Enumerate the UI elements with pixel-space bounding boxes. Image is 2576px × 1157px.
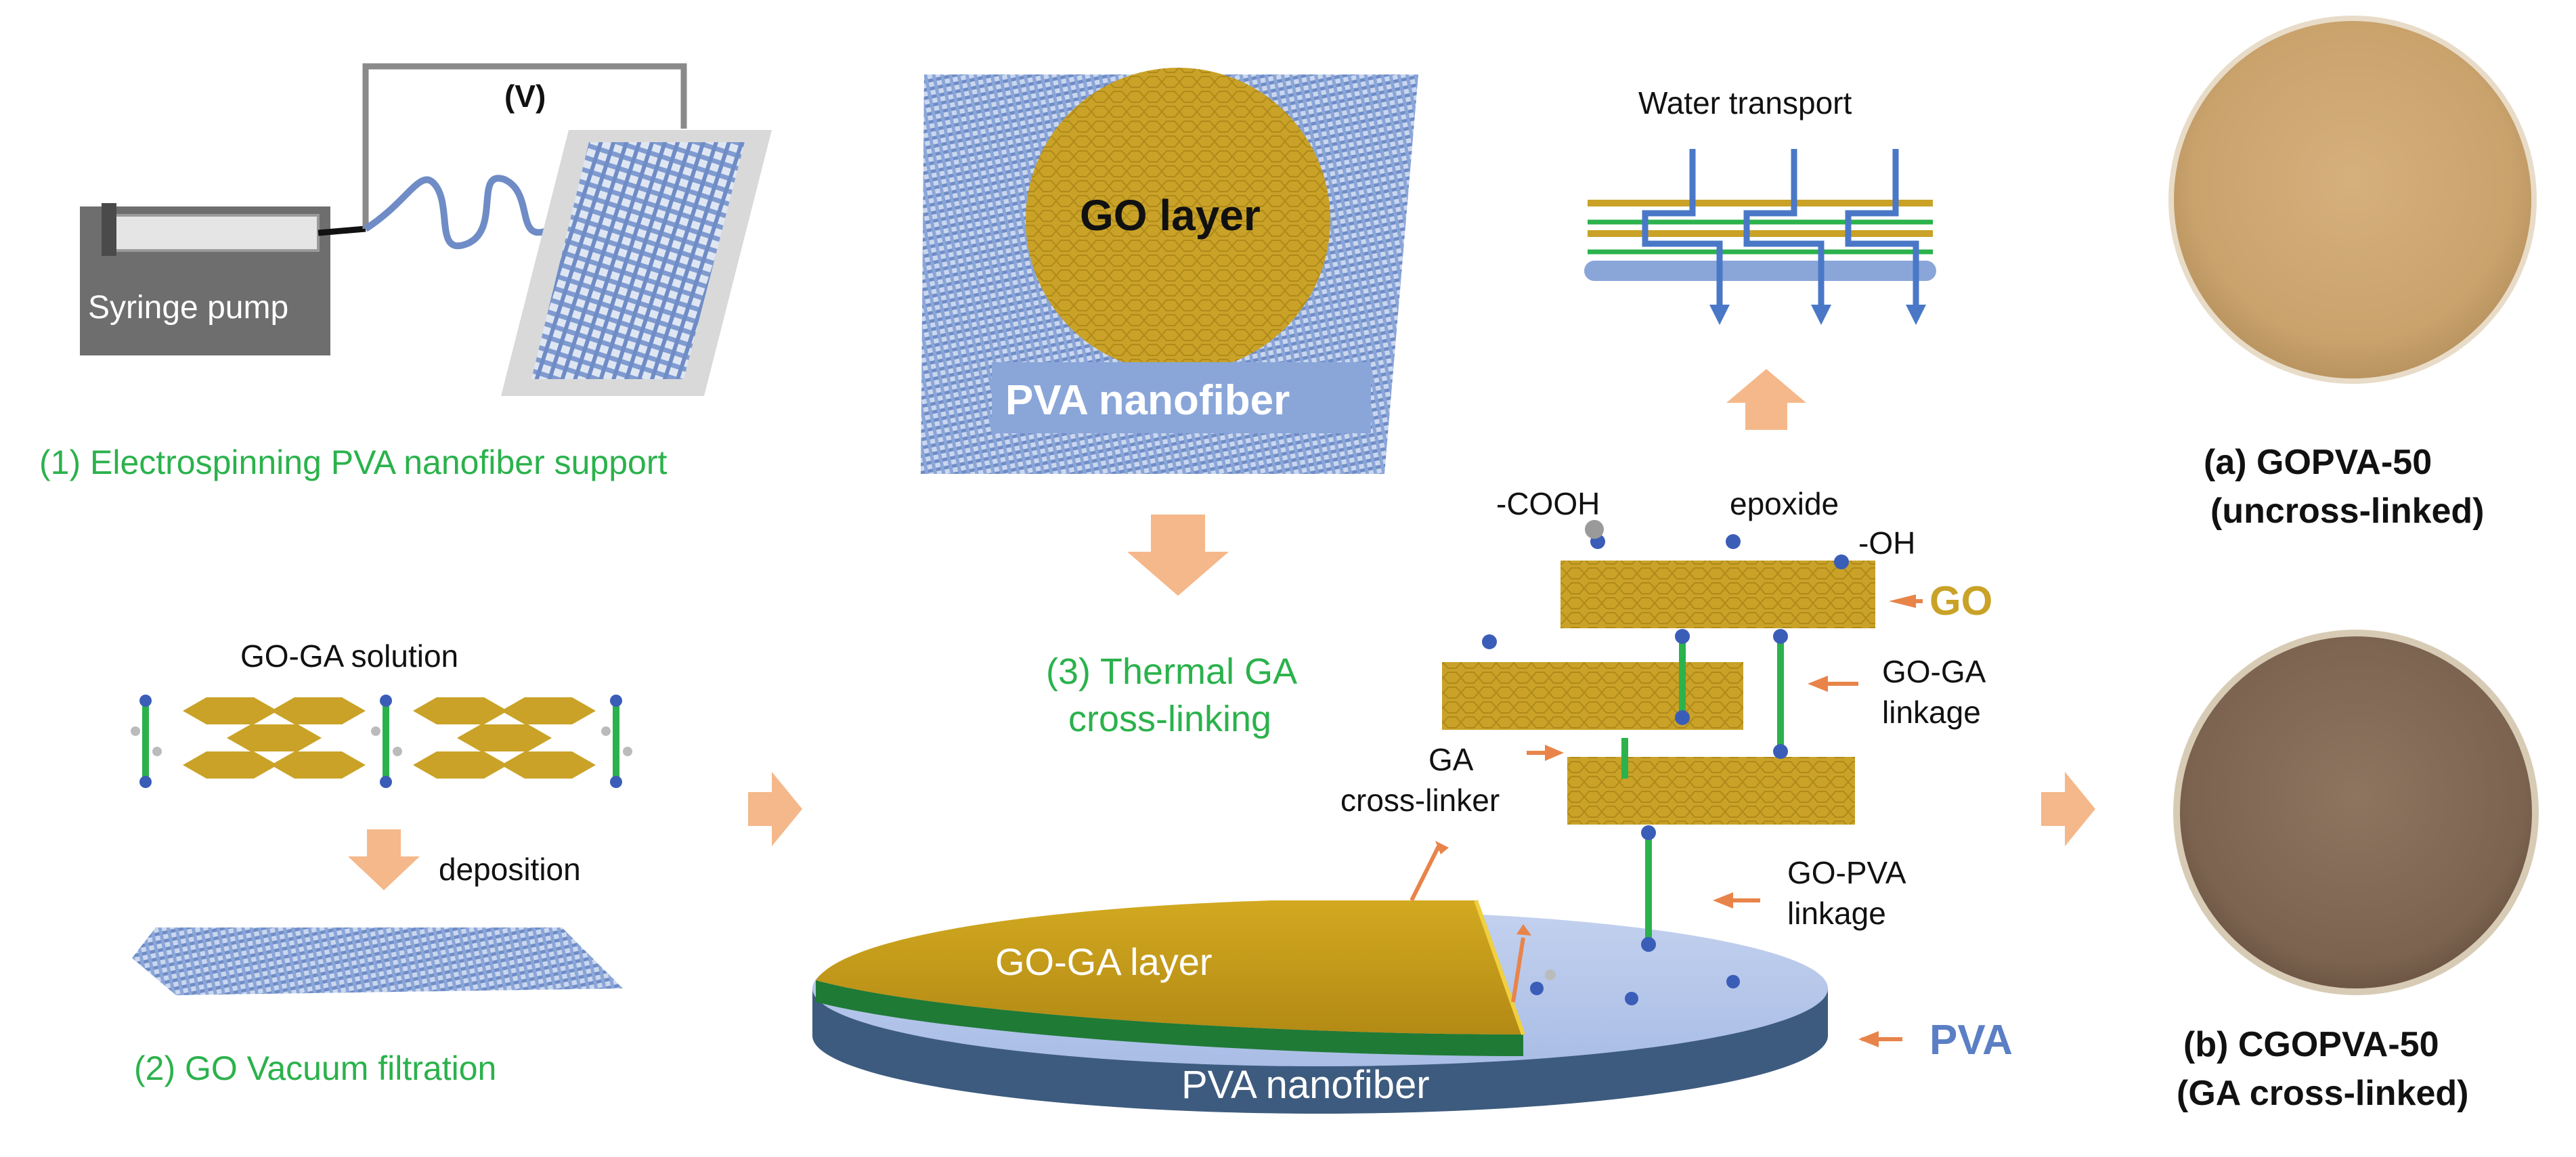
go-sheet-middle bbox=[1442, 662, 1743, 730]
go-ga-linkage-line1: GO-GA bbox=[1882, 654, 1986, 689]
go-ga-slab-side bbox=[816, 980, 1523, 1056]
deposition-label: deposition bbox=[439, 852, 581, 887]
go-on-pva-illustration bbox=[921, 68, 1418, 474]
pointer-ga-crosslinker bbox=[1410, 845, 1441, 902]
cooh-label: -COOH bbox=[1496, 486, 1600, 521]
down-arrow-step3 bbox=[1127, 515, 1229, 596]
right-arrow-to-disc bbox=[748, 772, 802, 846]
membrane-disc bbox=[812, 900, 1828, 1114]
epoxide-label: epoxide bbox=[1730, 486, 1839, 521]
pointer-go-pva bbox=[1511, 937, 1525, 1003]
go-pva-linkage-line2: linkage bbox=[1787, 896, 1886, 931]
syringe-plunger bbox=[102, 203, 116, 256]
right-arrow-to-samples bbox=[2041, 772, 2095, 846]
pva-nanofiber-top-label: PVA nanofiber bbox=[1005, 377, 1290, 424]
sample-b-line1: (b) CGOPVA-50 bbox=[2183, 1025, 2439, 1064]
go-sheet-structure bbox=[1442, 520, 1875, 1005]
step3-label-line2: cross-linking bbox=[1068, 699, 1271, 739]
step1-label: (1) Electrospinning PVA nanofiber suppor… bbox=[39, 443, 668, 481]
step3-label-line1: (3) Thermal GA bbox=[1046, 651, 1297, 692]
go-layer-disc bbox=[1026, 68, 1330, 372]
filtered-mat bbox=[132, 927, 623, 995]
water-transport-label: Water transport bbox=[1638, 85, 1852, 121]
pva-nanofiber-disc-label: PVA nanofiber bbox=[1181, 1063, 1430, 1107]
voltage-circuit-wire bbox=[362, 63, 687, 229]
water-path-2 bbox=[1743, 149, 1825, 305]
sample-a-photo bbox=[2168, 16, 2537, 384]
water-path-3 bbox=[1845, 149, 1919, 305]
go-pva-linkage-line1: GO-PVA bbox=[1787, 855, 1906, 890]
go-sheet-bottom bbox=[1567, 757, 1855, 825]
go-layer-label: GO layer bbox=[1080, 191, 1261, 240]
down-arrow-deposition bbox=[348, 829, 420, 890]
pva-tag: PVA bbox=[1929, 1017, 2013, 1064]
syringe-pump-label: Syringe pump bbox=[88, 290, 288, 326]
go-ga-slab-top bbox=[816, 900, 1523, 1034]
ga-molecule-2 bbox=[371, 695, 402, 788]
voltage-label: (V) bbox=[504, 79, 546, 114]
go-sheet-top bbox=[1560, 561, 1875, 628]
syringe-barrel bbox=[114, 214, 320, 252]
water-path-1 bbox=[1642, 149, 1723, 305]
go-ga-slab-edge bbox=[1474, 900, 1525, 1035]
pva-nanofiber-banner bbox=[992, 362, 1371, 433]
pointer-go bbox=[1889, 594, 1916, 608]
water-transport-schematic bbox=[1584, 149, 1936, 325]
needle bbox=[318, 225, 366, 236]
ga-molecule-3 bbox=[601, 695, 632, 788]
go-ga-solution-label: GO-GA solution bbox=[240, 638, 458, 674]
sample-a-line1: (a) GOPVA-50 bbox=[2204, 443, 2432, 482]
ga-crosslinker-line2: cross-linker bbox=[1340, 783, 1500, 818]
sample-b-photo bbox=[2173, 630, 2539, 995]
go-ga-solution-illustration bbox=[131, 695, 632, 788]
oh-label: -OH bbox=[1858, 525, 1915, 561]
go-ga-layer-label: GO-GA layer bbox=[995, 940, 1213, 983]
step2-label: (2) GO Vacuum filtration bbox=[134, 1049, 496, 1087]
go-ga-linkage-line2: linkage bbox=[1882, 695, 1981, 730]
collector-fiber-mat bbox=[531, 142, 745, 379]
ga-crosslinker-line1: GA bbox=[1428, 742, 1474, 777]
ga-molecule-1 bbox=[131, 695, 162, 788]
sample-b-line2: (GA cross-linked) bbox=[2177, 1074, 2469, 1113]
pva-support-bar bbox=[1584, 261, 1936, 281]
up-arrow-water bbox=[1726, 369, 1806, 430]
sample-a-line2: (uncross-linked) bbox=[2210, 492, 2485, 531]
electrospinning-setup bbox=[80, 63, 772, 396]
go-tag: GO bbox=[1929, 578, 1992, 624]
